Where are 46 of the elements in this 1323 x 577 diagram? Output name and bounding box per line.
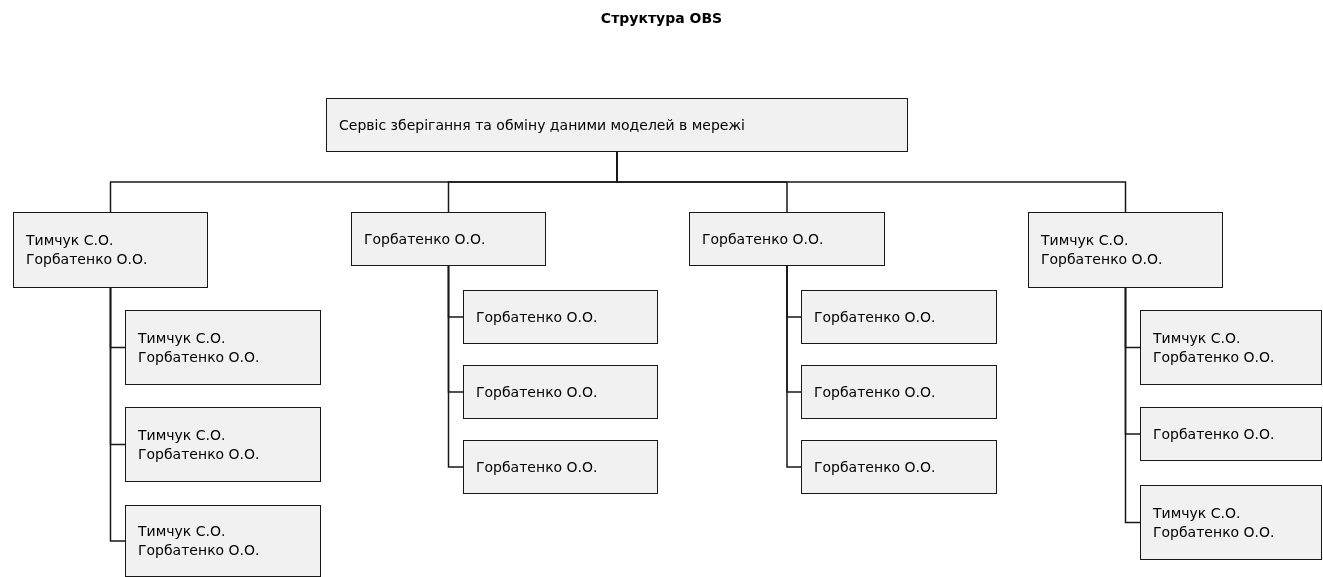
node-text: Горбатенко О.О. [1153,347,1276,367]
node-text: Тимчук С.О. [138,522,227,541]
org-box [326,98,908,152]
node-text: Тимчук С.О. [138,425,227,445]
node-text: Горбатенко О.О. [138,541,261,560]
node-text: Горбатенко О.О. [476,382,599,402]
org-box [351,212,546,266]
node-text: Горбатенко О.О. [814,307,937,327]
connector-line [786,265,802,468]
node-text: Сервіс зберігання та обміну даними моделей в мережі [339,115,746,135]
org-box [801,365,997,419]
connector-line [109,287,126,542]
org-box [689,212,885,266]
connector-line [1124,287,1141,524]
node-text: Горбатенко О.О. [1041,250,1164,269]
node-text: Горбатенко О.О. [138,444,261,464]
org-box [125,407,321,482]
org-box [463,365,658,419]
node-text: Горбатенко О.О. [814,457,937,477]
node-text: Тимчук С.О. [1153,503,1242,523]
node-text: Тимчук С.О. [1041,231,1130,250]
connector-line [447,265,464,468]
org-box [463,440,658,494]
node-text: Горбатенко О.О. [476,457,599,477]
node-text: Горбатенко О.О. [1153,424,1276,444]
node-text: Горбатенко О.О. [476,307,599,327]
node-text: Горбатенко О.О. [814,382,937,402]
org-box [1140,407,1322,461]
node-text: Тимчук С.О. [1153,328,1242,348]
org-box [1140,310,1322,385]
node-text: Горбатенко О.О. [138,347,261,367]
node-text: Горбатенко О.О. [364,229,487,249]
org-box [801,440,997,494]
node-text: Горбатенко О.О. [1153,522,1276,542]
org-box [1028,212,1223,288]
diagram-title: Структура OBS [599,10,724,26]
node-text: Тимчук С.О. [26,231,115,250]
org-box [13,212,208,288]
org-box [801,290,997,344]
org-box [463,290,658,344]
node-text: Тимчук С.О. [138,328,227,348]
org-box [1140,485,1322,560]
node-text: Горбатенко О.О. [702,229,825,249]
org-box [125,505,321,577]
org-box [125,310,321,385]
node-text: Горбатенко О.О. [26,250,149,269]
